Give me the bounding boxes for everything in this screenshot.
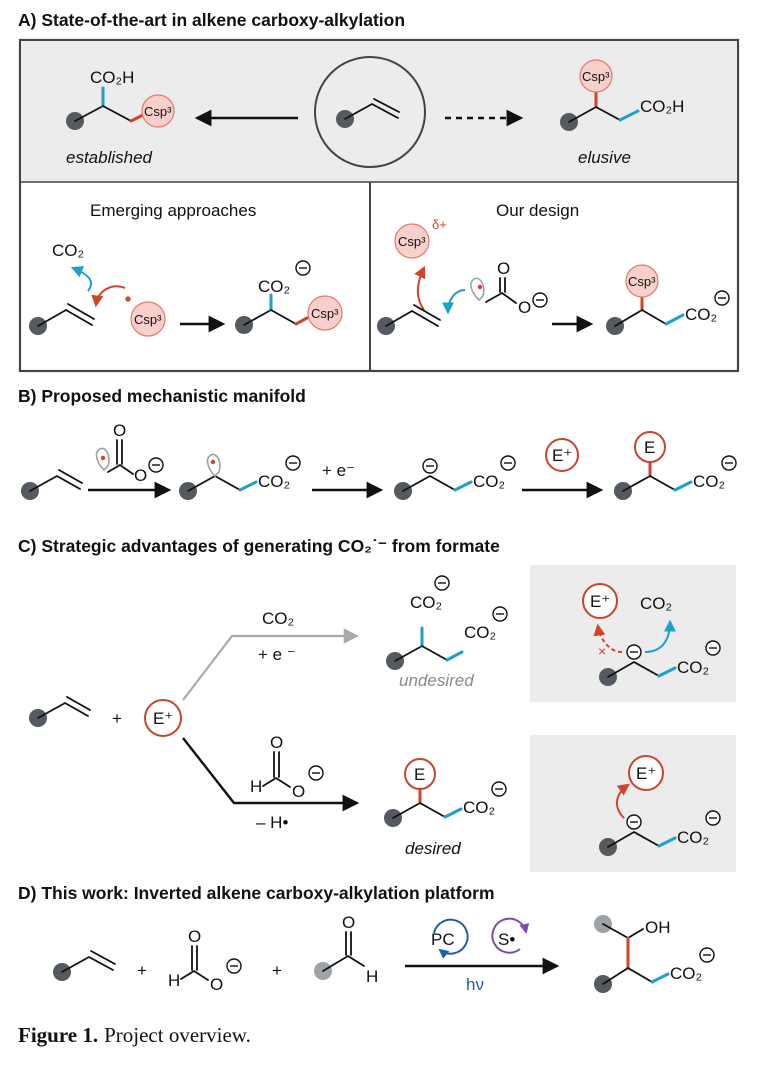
desired-label: desired (405, 839, 461, 858)
figure-caption: Figure 1.Project overview. (18, 1023, 251, 1047)
mechanism-scheme: O O CO₂ + e⁻ CO₂ E⁺ E CO₂ (21, 421, 737, 500)
emerging-scheme: CO₂ Csp³ Csp³ CO₂ (29, 241, 343, 337)
plus-c: + (112, 709, 122, 728)
design-o: O (497, 259, 510, 278)
mech-o2: O (134, 466, 147, 485)
int1-co2: CO₂ (258, 472, 290, 491)
upper-box-co2: CO₂ (640, 594, 672, 613)
plus-d2: + (272, 961, 282, 980)
strategy-scheme: + E⁺ CO₂ + e ⁻ CO₂ CO₂ undesired via E⁺ … (29, 565, 736, 872)
emerging-co2: CO₂ (52, 241, 84, 260)
blocked-mark: × (598, 643, 606, 659)
c-electrophile: E⁺ (153, 709, 173, 728)
product-oh: OH (645, 918, 671, 937)
csp-label: Csp³ (398, 234, 426, 249)
elusive-label: elusive (578, 148, 631, 167)
established-structure: Csp³ CO₂H established (66, 68, 175, 167)
csp-label: Csp³ (134, 312, 162, 327)
aldehyde-h: H (366, 967, 378, 986)
design-product-co2: CO₂ (685, 305, 717, 324)
desired-co2: CO₂ (463, 798, 495, 817)
mech-product-e: E (644, 438, 655, 457)
lower-condition: – H• (256, 813, 288, 832)
product-co2: CO₂ (670, 964, 702, 983)
design-o2: O (518, 298, 531, 317)
step2-label: + e⁻ (322, 461, 355, 480)
upper-box-co2-2: CO₂ (677, 658, 709, 677)
established-co2h: CO₂H (90, 68, 134, 87)
alkene-circle (314, 56, 426, 168)
s-label: S• (498, 930, 515, 949)
upper-reagent: CO₂ (262, 609, 294, 628)
emerging-product-co2: CO₂ (258, 277, 290, 296)
d-formate-o: O (188, 927, 201, 946)
undesired-label: undesired (399, 671, 474, 690)
design-scheme: Csp³ δ+ O O Csp³ CO₂ (377, 217, 730, 335)
caption-text: Project overview. (104, 1023, 251, 1047)
section-d-heading: D) This work: Inverted alkene carboxy-al… (18, 883, 495, 903)
established-label: established (66, 148, 153, 167)
csp-label: Csp³ (311, 306, 339, 321)
hv-label: hν (466, 975, 484, 994)
mech-product-co2: CO₂ (693, 472, 725, 491)
upper-via-box (530, 565, 736, 702)
csp-label: Csp³ (144, 104, 172, 119)
elusive-co2h: CO₂H (640, 97, 684, 116)
formate-o: O (270, 733, 283, 752)
d-formate-o2: O (210, 975, 223, 994)
section-c-heading: C) Strategic advantages of generating CO… (18, 536, 500, 556)
formate-h: H (250, 777, 262, 796)
upper-condition: + e ⁻ (258, 645, 296, 664)
formate-o2: O (292, 782, 305, 801)
design-title: Our design (496, 201, 579, 220)
d-formate-h: H (168, 971, 180, 990)
csp-label: Csp³ (628, 274, 656, 289)
aldehyde-o: O (342, 913, 355, 932)
platform-scheme: + H O O + O H PC S• hν OH CO₂ (53, 913, 715, 994)
lower-box-electrophile: E⁺ (636, 764, 656, 783)
plus-d1: + (137, 961, 147, 980)
design-delta: δ+ (432, 217, 447, 232)
caption-label: Figure 1. (18, 1023, 98, 1047)
elusive-structure: Csp³ CO₂H elusive (560, 59, 684, 167)
desired-e: E (414, 765, 425, 784)
int2-co2: CO₂ (473, 472, 505, 491)
lower-box-co2: CO₂ (677, 828, 709, 847)
mech-o: O (113, 421, 126, 440)
pc-label: PC (431, 930, 455, 949)
section-b-heading: B) Proposed mechanistic manifold (18, 386, 306, 406)
mech-electrophile: E⁺ (552, 446, 572, 465)
section-a-heading: A) State-of-the-art in alkene carboxy-al… (18, 10, 405, 30)
csp-label: Csp³ (582, 69, 610, 84)
emerging-title: Emerging approaches (90, 201, 256, 220)
lower-via-box (530, 735, 736, 872)
undesired-co2-2: CO₂ (464, 623, 496, 642)
upper-box-electrophile: E⁺ (590, 592, 610, 611)
undesired-co2-1: CO₂ (410, 593, 442, 612)
